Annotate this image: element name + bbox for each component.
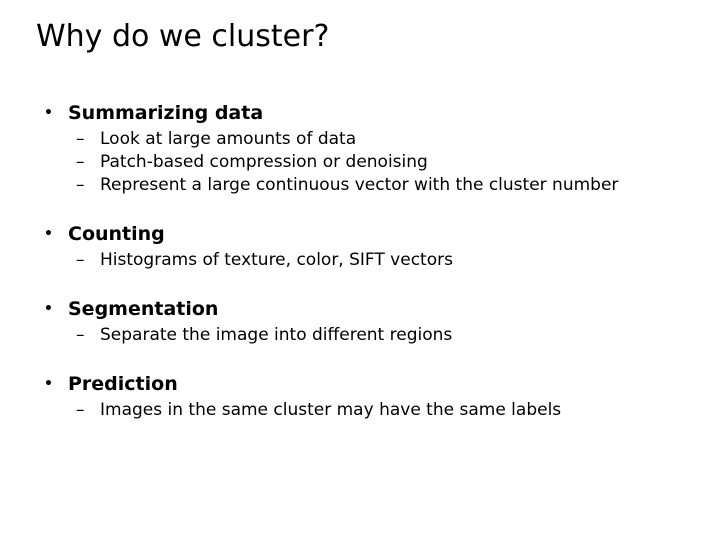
bullet-label: Summarizing data xyxy=(68,102,264,124)
sub-bullet-label: Patch-based compression or denoising xyxy=(100,152,428,172)
slide-body: • Summarizing data – Look at large amoun… xyxy=(0,100,720,422)
sub-bullet-item: – Histograms of texture, color, SIFT vec… xyxy=(0,249,720,272)
sub-bullet-label: Represent a large continuous vector with… xyxy=(100,175,619,195)
bullet-item-prediction: • Prediction xyxy=(0,371,720,397)
bullet-marker-icon: • xyxy=(44,376,53,392)
dash-marker-icon: – xyxy=(76,325,85,345)
sub-bullet-item: – Represent a large continuous vector wi… xyxy=(0,174,720,197)
dash-marker-icon: – xyxy=(76,129,85,149)
sub-bullet-label: Separate the image into different region… xyxy=(100,325,453,345)
dash-marker-icon: – xyxy=(76,400,85,420)
bullet-marker-icon: • xyxy=(44,301,53,317)
sub-bullet-item: – Patch-based compression or denoising xyxy=(0,151,720,174)
dash-marker-icon: – xyxy=(76,250,85,270)
sub-bullet-list: – Images in the same cluster may have th… xyxy=(0,399,720,422)
bullet-label: Segmentation xyxy=(68,298,219,320)
sub-bullet-item: – Images in the same cluster may have th… xyxy=(0,399,720,422)
sub-bullet-list: – Histograms of texture, color, SIFT vec… xyxy=(0,249,720,272)
bullet-group: • Segmentation – Separate the image into… xyxy=(0,296,720,347)
page-title: Why do we cluster? xyxy=(36,19,330,54)
bullet-group: • Counting – Histograms of texture, colo… xyxy=(0,221,720,272)
sub-bullet-item: – Separate the image into different regi… xyxy=(0,324,720,347)
sub-bullet-item: – Look at large amounts of data xyxy=(0,128,720,151)
bullet-label: Counting xyxy=(68,223,165,245)
dash-marker-icon: – xyxy=(76,152,85,172)
sub-bullet-list: – Look at large amounts of data – Patch-… xyxy=(0,128,720,197)
sub-bullet-label: Images in the same cluster may have the … xyxy=(100,400,562,420)
sub-bullet-label: Histograms of texture, color, SIFT vecto… xyxy=(100,250,453,270)
bullet-marker-icon: • xyxy=(44,105,53,121)
bullet-item-segmentation: • Segmentation xyxy=(0,296,720,322)
bullet-item-counting: • Counting xyxy=(0,221,720,247)
sub-bullet-list: – Separate the image into different regi… xyxy=(0,324,720,347)
sub-bullet-label: Look at large amounts of data xyxy=(100,129,357,149)
bullet-marker-icon: • xyxy=(44,226,53,242)
bullet-item-summarizing-data: • Summarizing data xyxy=(0,100,720,126)
dash-marker-icon: – xyxy=(76,175,85,195)
bullet-group: • Summarizing data – Look at large amoun… xyxy=(0,100,720,197)
bullet-group: • Prediction – Images in the same cluste… xyxy=(0,371,720,422)
bullet-label: Prediction xyxy=(68,373,178,395)
